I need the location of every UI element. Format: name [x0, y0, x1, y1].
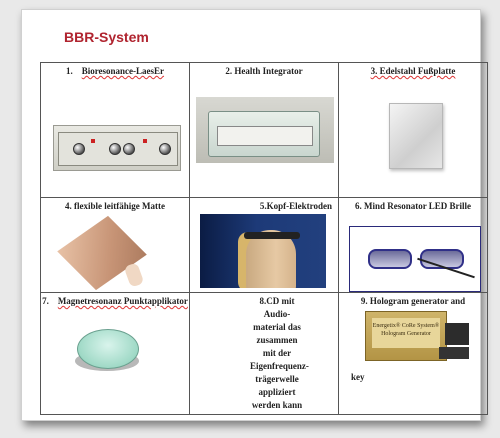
caption-1: 1. Bioresonance-LaesEr — [41, 63, 189, 77]
caption-7: 7. Magnetresonanz Punktapplikator — [41, 293, 189, 307]
caption-7-text: Magnetresonanz Punktapplikator — [57, 296, 188, 306]
caption-2: 2. Health Integrator — [225, 66, 303, 76]
product-cell-3: 3. Edelstahl Fußplatte — [338, 62, 488, 198]
caption-9: 9. Hologram generator and — [360, 296, 466, 306]
health-integrator-image — [196, 97, 334, 163]
caption-3: 3. Edelstahl Fußplatte — [370, 66, 456, 76]
led-glasses-image — [349, 226, 481, 292]
product-cell-9: 9. Hologram generator and Energetix® CoR… — [338, 292, 488, 415]
caption-4: 4. flexible leitfähige Matte — [65, 201, 165, 211]
usb-cap-image — [439, 347, 469, 359]
bioresonance-device-image — [53, 125, 181, 171]
usb-hologram-image: Energetix® CoRe System® Hologram Generat… — [365, 311, 447, 361]
caption-8: 8.CD mit Audio-material das zusammen mit… — [250, 296, 309, 410]
product-cell-6: 6. Mind Resonator LED Brille — [338, 197, 488, 293]
point-applicator-image — [77, 329, 139, 369]
caption-7-number: 7. — [42, 296, 49, 306]
usb-label-line1: Energetix® CoRe System® — [372, 323, 440, 329]
caption-1-number: 1. — [65, 66, 73, 76]
usb-label-line2: Hologram Generator — [381, 331, 431, 337]
caption-5: 5.Kopf-Elektroden — [259, 201, 332, 211]
product-cell-2: 2. Health Integrator — [189, 62, 339, 198]
foot-plate-image — [389, 103, 443, 169]
product-table: 1. Bioresonance-LaesEr 2. Health Integ — [40, 62, 488, 415]
caption-1-text: Bioresonance-LaesEr — [81, 66, 165, 76]
document-page: BBR-System 1. Bioresonance-LaesEr — [21, 9, 488, 421]
product-cell-1: 1. Bioresonance-LaesEr — [40, 62, 190, 198]
caption-6: 6. Mind Resonator LED Brille — [354, 201, 472, 211]
product-cell-8: 8.CD mit Audio-material das zusammen mit… — [189, 292, 339, 415]
hand-image — [123, 262, 145, 288]
document-title: BBR-System — [64, 29, 149, 45]
usb-plug-image — [445, 323, 469, 345]
product-cell-4: 4. flexible leitfähige Matte — [40, 197, 190, 293]
product-cell-7: 7. Magnetresonanz Punktapplikator — [40, 292, 190, 415]
caption-9-tail: key — [351, 372, 365, 382]
product-cell-5: 5.Kopf-Elektroden — [189, 197, 339, 293]
head-electrodes-image — [200, 214, 326, 288]
